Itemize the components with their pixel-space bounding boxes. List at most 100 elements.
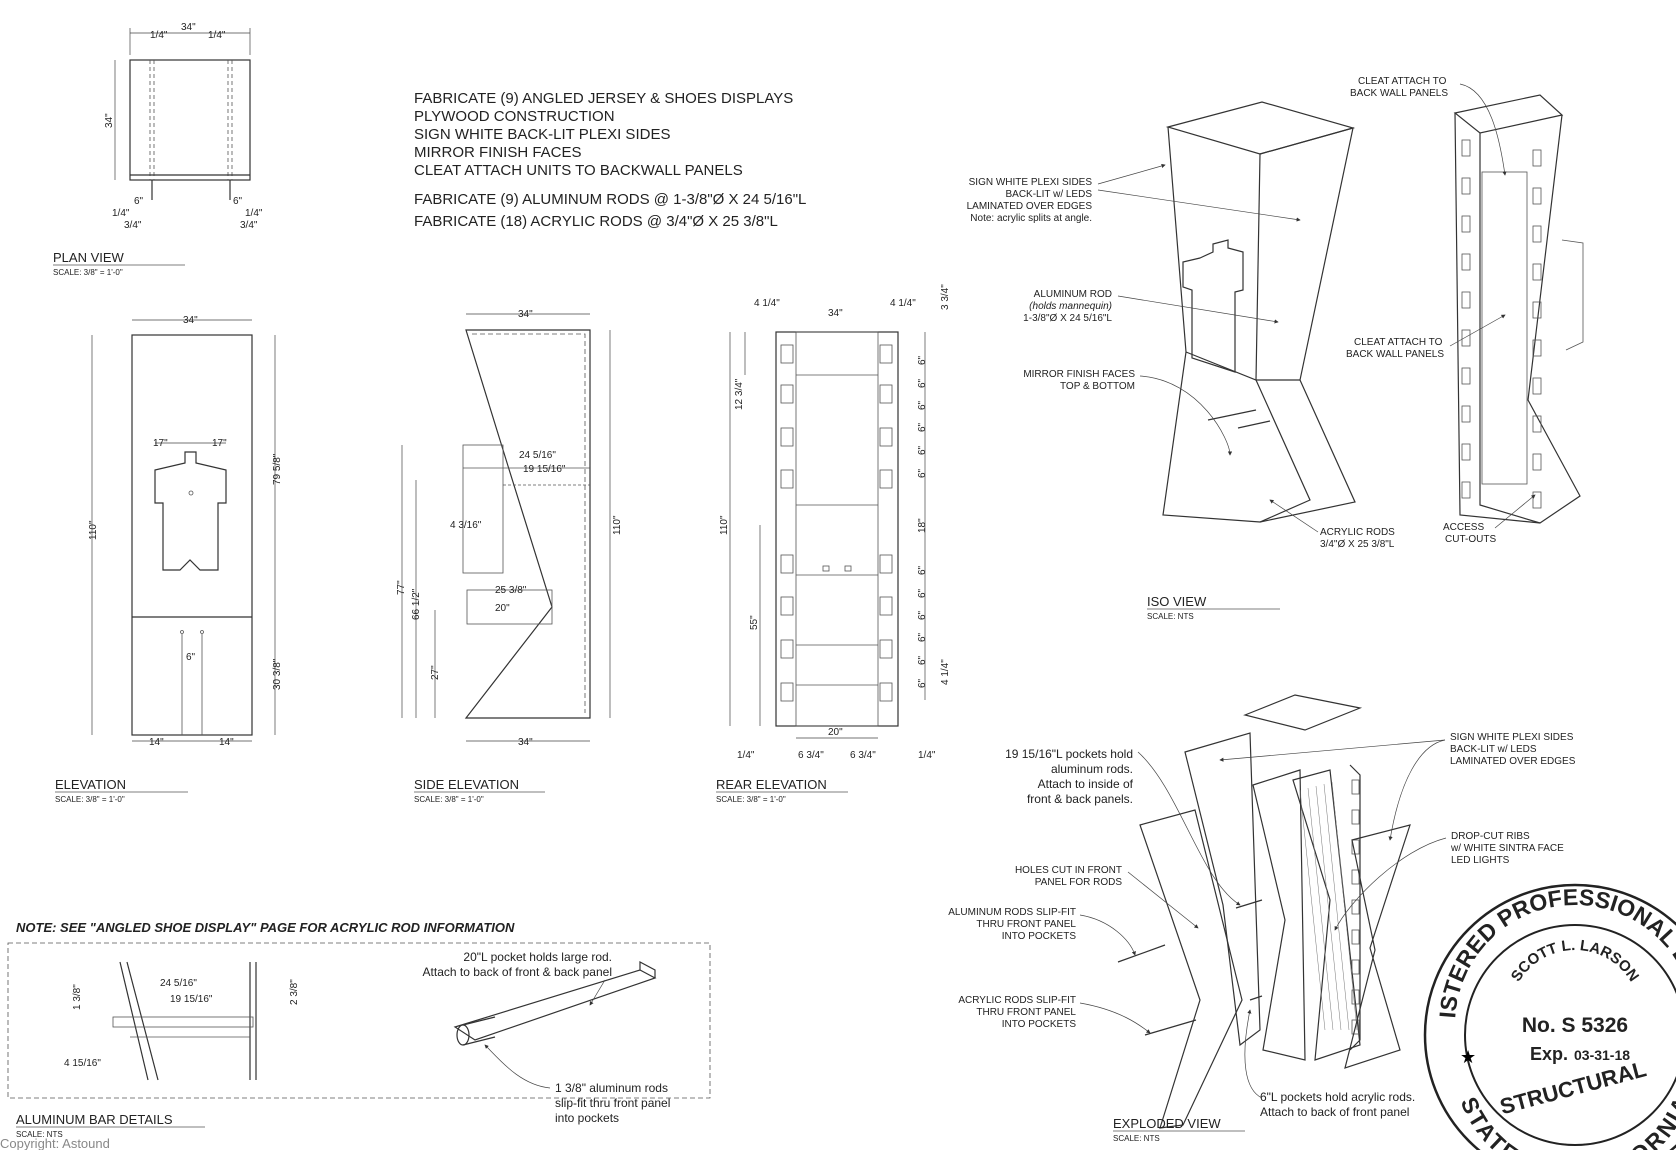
rear-dim: 6"	[917, 422, 928, 432]
rib-line	[1331, 781, 1358, 1031]
bar-label: 20"L pocket holds large rod.	[463, 950, 612, 964]
bar-label: slip-fit thru front panel	[555, 1096, 670, 1110]
plan-view: 34" 1/4" 1/4" 34" 6" 6" 1/4" 1/4" 3/4" 3…	[53, 22, 263, 277]
stamp-structural: STRUCTURAL	[1497, 1056, 1649, 1119]
exp-label: ALUMINUM RODS SLIP-FIT	[948, 907, 1076, 918]
plan-dim: 3/4"	[240, 220, 258, 231]
iso-label: CUT-OUTS	[1445, 534, 1496, 545]
bar-dim: 1 3/8"	[72, 984, 83, 1010]
view-title: REAR ELEVATION	[716, 777, 827, 792]
plan-dim-width: 34"	[181, 22, 196, 33]
rear-dim: 6"	[917, 468, 928, 478]
exp-label: aluminum rods.	[1051, 762, 1133, 776]
rear-dim: 6"	[917, 445, 928, 455]
stamp-exp-date: 03-31-18	[1574, 1047, 1630, 1063]
view-scale: SCALE: 3/8" = 1'-0"	[414, 795, 484, 804]
cutout-slot	[879, 384, 893, 404]
view-scale: SCALE: 3/8" = 1'-0"	[55, 795, 125, 804]
cutout-slot	[1351, 809, 1360, 825]
side-dim: 19 15/16"	[523, 464, 566, 475]
bar-dim: 2 3/8"	[289, 979, 300, 1005]
cutout-slot	[1351, 1019, 1360, 1035]
exploded-view: 19 15/16"L pockets hold aluminum rods. A…	[948, 694, 1576, 1143]
general-notes: FABRICATE (9) ANGLED JERSEY & SHOES DISP…	[414, 90, 806, 230]
cutout-slot	[879, 682, 893, 702]
exp-label: 6"L pockets hold acrylic rods.	[1260, 1090, 1415, 1104]
rear-dim: 20"	[828, 727, 843, 738]
view-scale: SCALE: NTS	[1147, 612, 1194, 621]
cutout-slot	[1461, 253, 1471, 271]
aluminum-bar-details: NOTE: SEE "ANGLED SHOE DISPLAY" PAGE FOR…	[7, 920, 711, 1139]
iso-label: ACCESS	[1443, 522, 1484, 533]
side-dim: 4 3/16"	[450, 520, 482, 531]
rib-line	[1299, 789, 1326, 1031]
cutout-slot	[1532, 225, 1542, 243]
rear-dim: 6 3/4"	[850, 750, 876, 761]
cutout-slot	[879, 344, 893, 364]
exp-label: BACK-LIT w/ LEDS	[1450, 744, 1537, 755]
iso-label: TOP & BOTTOM	[1060, 381, 1135, 392]
view-scale: SCALE: 3/8" = 1'-0"	[53, 268, 123, 277]
view-title: ISO VIEW	[1147, 594, 1207, 609]
side-dim: 20"	[495, 603, 510, 614]
plan-dim: 1/4"	[208, 30, 226, 41]
cutout-slot	[879, 596, 893, 616]
cutout-slot	[1532, 149, 1542, 167]
cutout-slot	[879, 427, 893, 447]
cutout-slot	[1351, 959, 1360, 975]
iso-label: 3/4"Ø X 25 3/8"L	[1320, 539, 1395, 550]
rear-dim: 4 1/4"	[754, 298, 780, 309]
rear-dim: 6"	[917, 588, 928, 598]
bar-label: into pockets	[555, 1111, 619, 1125]
exp-label: front & back panels.	[1027, 792, 1133, 806]
rear-dim: 110"	[719, 515, 730, 535]
elev-dim: 34"	[183, 315, 198, 326]
rib-line	[1323, 783, 1350, 1031]
exp-label: LAMINATED OVER EDGES	[1450, 756, 1576, 767]
side-dim: 34"	[518, 737, 533, 748]
note-line: SIGN WHITE BACK-LIT PLEXI SIDES	[414, 126, 670, 143]
cutout-slot	[879, 469, 893, 489]
view-scale: SCALE: NTS	[16, 1130, 63, 1139]
cutout-slot	[1532, 339, 1542, 357]
cutout-slot	[780, 639, 794, 659]
stamp-top-text: REGISTERED PROFESSIONAL ENGINEER	[0, 0, 1676, 1022]
bar-dim: 4 15/16"	[64, 1058, 101, 1069]
elev-dim: 30 3/8"	[272, 658, 283, 690]
iso-label: ALUMINUM ROD	[1034, 289, 1112, 300]
view-scale: SCALE: NTS	[1113, 1134, 1160, 1143]
side-dim: 77"	[396, 580, 407, 595]
rear-dim: 1/4"	[737, 750, 755, 761]
plan-dim-height: 34"	[104, 113, 115, 128]
exp-label: w/ WHITE SINTRA FACE	[1450, 843, 1564, 854]
exp-label: THRU FRONT PANEL	[976, 1007, 1076, 1018]
stamp-exp-label: Exp.	[1530, 1044, 1568, 1064]
cutout-slot	[1461, 177, 1471, 195]
plan-dim: 6"	[233, 196, 243, 207]
rear-dim: 6"	[917, 355, 928, 365]
cutout-slot	[780, 344, 794, 364]
rear-dim: 6"	[917, 655, 928, 665]
note-line: FABRICATE (9) ALUMINUM RODS @ 1-3/8"Ø X …	[414, 191, 806, 208]
side-dim: 27"	[430, 665, 441, 680]
cutout-slot	[1461, 443, 1471, 461]
elev-dim: 17"	[153, 438, 168, 449]
exp-label: DROP-CUT RIBS	[1451, 831, 1530, 842]
bar-label: Attach to back of front & back panel	[423, 965, 612, 979]
cutout-slot	[1461, 291, 1471, 309]
view-scale: SCALE: 3/8" = 1'-0"	[716, 795, 786, 804]
iso-view: SIGN WHITE PLEXI SIDES BACK-LIT w/ LEDS …	[967, 76, 1584, 621]
cutout-slot	[1351, 989, 1360, 1005]
exp-label: SIGN WHITE PLEXI SIDES	[1450, 732, 1574, 743]
rear-dim: 12 3/4"	[734, 378, 745, 410]
side-dim: 34"	[518, 309, 533, 320]
cutout-slot	[780, 469, 794, 489]
plan-dim: 6"	[134, 196, 144, 207]
exp-label: INTO POCKETS	[1002, 1019, 1077, 1030]
elev-dim: 79 5/8"	[272, 453, 283, 485]
rear-dim: 6"	[917, 610, 928, 620]
rear-dim: 55"	[749, 615, 760, 630]
note-line: FABRICATE (9) ANGLED JERSEY & SHOES DISP…	[414, 90, 793, 107]
exp-label: Attach to back of front panel	[1260, 1105, 1409, 1119]
